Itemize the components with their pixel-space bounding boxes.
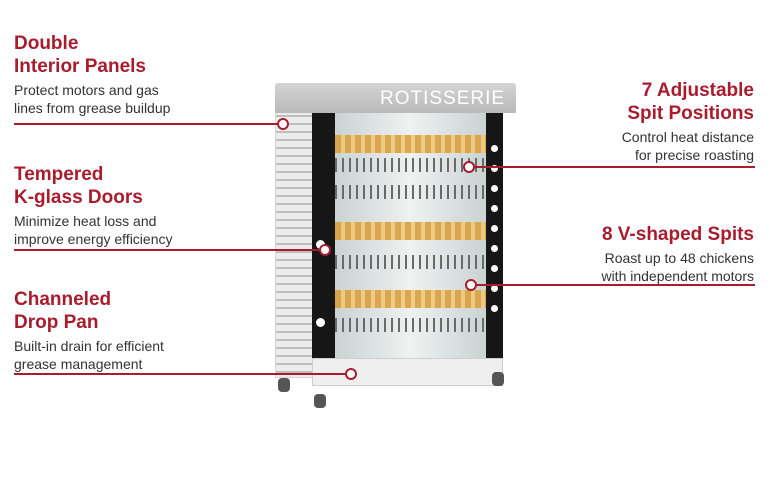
callout-desc: Roast up to 48 chickens xyxy=(604,250,754,266)
top-cap xyxy=(275,83,516,113)
callout-marker xyxy=(277,118,289,130)
caster-wheel xyxy=(278,378,290,392)
callout-title: Double xyxy=(14,33,79,54)
control-knob xyxy=(491,245,498,252)
caster-wheel xyxy=(492,372,504,386)
spit xyxy=(335,290,486,308)
callout-marker xyxy=(465,279,477,291)
control-knob xyxy=(491,285,498,292)
caster-wheel xyxy=(314,394,326,408)
callout-title: K-glass Doors xyxy=(14,187,143,208)
rack xyxy=(335,255,486,269)
callout-title: 8 V-shaped Spits xyxy=(601,224,754,245)
callout-title: 7 Adjustable xyxy=(641,80,754,101)
callout-leader-line xyxy=(14,373,346,375)
control-knob xyxy=(491,165,498,172)
control-knob xyxy=(491,265,498,272)
callout-adjustable-spit-positions: 7 Adjustable Spit Positions Control heat… xyxy=(622,79,754,164)
rack xyxy=(335,318,486,332)
callout-title: Drop Pan xyxy=(14,312,99,333)
callout-desc: grease management xyxy=(14,356,143,372)
callout-leader-line xyxy=(474,166,755,168)
callout-leader-line xyxy=(14,123,278,125)
callout-channeled-drop-pan: Channeled Drop Pan Built-in drain for ef… xyxy=(14,288,164,373)
control-knob xyxy=(491,185,498,192)
callout-desc: for precise roasting xyxy=(634,147,754,163)
callout-title: Interior Panels xyxy=(14,56,146,77)
callout-desc: Protect motors and gas xyxy=(14,82,159,98)
callout-desc: lines from grease buildup xyxy=(14,100,171,116)
control-knob xyxy=(316,318,325,327)
brand-logo: ROTISSERIE xyxy=(380,88,506,109)
callout-desc: Control heat distance xyxy=(621,129,754,145)
drop-pan xyxy=(312,358,503,386)
callout-tempered-glass-doors: Tempered K-glass Doors Minimize heat los… xyxy=(14,163,172,248)
callout-v-shaped-spits: 8 V-shaped Spits Roast up to 48 chickens… xyxy=(601,223,754,285)
callout-desc: improve energy efficiency xyxy=(14,231,173,247)
vented-side-panel xyxy=(275,110,313,378)
callout-leader-line xyxy=(476,284,755,286)
callout-desc: with independent motors xyxy=(601,268,754,284)
callout-desc: Built-in drain for efficient xyxy=(14,338,164,354)
control-knob xyxy=(491,225,498,232)
callout-marker xyxy=(345,368,357,380)
callout-double-interior-panels: Double Interior Panels Protect motors an… xyxy=(14,32,170,117)
callout-leader-line xyxy=(14,249,320,251)
control-knob xyxy=(491,145,498,152)
rack xyxy=(335,158,486,172)
spit xyxy=(335,222,486,240)
spit xyxy=(335,135,486,153)
callout-title: Tempered xyxy=(14,164,104,185)
callout-desc: Minimize heat loss and xyxy=(14,213,157,229)
callout-marker xyxy=(463,161,475,173)
control-knob xyxy=(491,205,498,212)
callout-title: Channeled xyxy=(14,289,112,310)
callout-marker xyxy=(319,244,331,256)
rack xyxy=(335,185,486,199)
callout-title: Spit Positions xyxy=(627,103,754,124)
control-knob xyxy=(491,305,498,312)
